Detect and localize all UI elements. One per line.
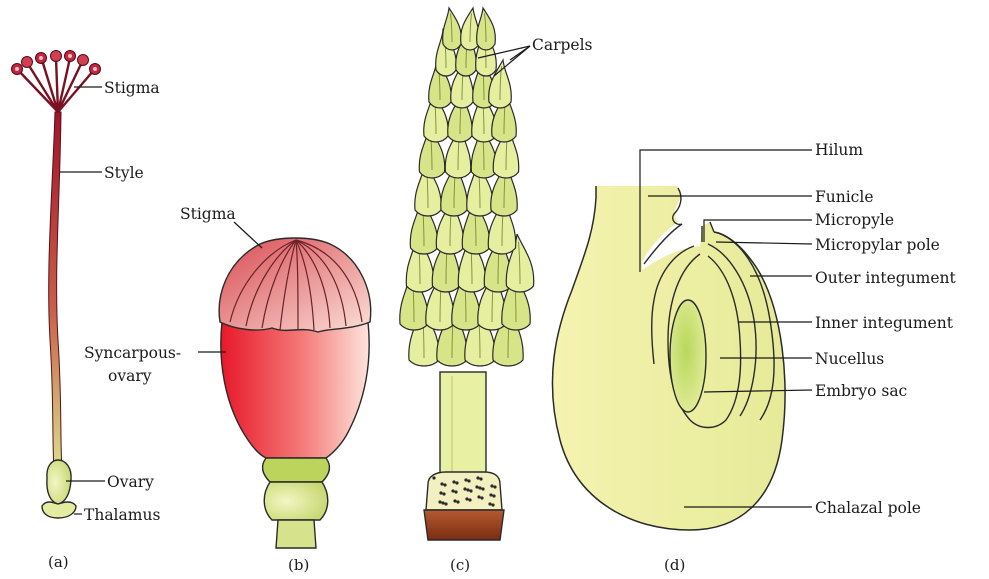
label-micropylar-pole: Micropylar pole (815, 236, 940, 254)
base-b (264, 482, 328, 520)
receptacle-dot (442, 492, 445, 495)
receptacle-dot (468, 498, 471, 501)
receptacle-dot (493, 485, 496, 488)
label-carpels-c: Carpels (532, 36, 593, 54)
receptacle-dot (480, 496, 483, 499)
label-syncarpous-b: Syncarpous- (84, 344, 181, 362)
label-embryo-sac: Embryo sac (815, 382, 907, 400)
base-c (424, 510, 504, 540)
receptacle-dot (491, 503, 494, 506)
caption-c: (c) (450, 556, 470, 574)
receptacle-dot (479, 477, 482, 480)
ovule-d: Hilum Funicle Micropyle Micropylar pole … (552, 141, 956, 574)
receptacle-dot (475, 485, 478, 488)
receptacle-dot (451, 489, 454, 492)
caption-a: (a) (48, 553, 69, 571)
label-nucellus: Nucellus (815, 350, 884, 368)
label-style-a: Style (104, 164, 144, 182)
carpels-c (400, 8, 534, 366)
receptacle-dot (452, 480, 455, 483)
label-chalazal-pole: Chalazal pole (815, 499, 921, 517)
receptacle-dot (456, 500, 459, 503)
receptacle-dot (443, 483, 446, 486)
receptacle-dot (440, 482, 443, 485)
label-inner-integument: Inner integument (815, 314, 954, 332)
receptacle-dot (432, 476, 435, 479)
pistil-c: Carpels (c) (400, 8, 593, 574)
embryo-sac (670, 300, 706, 412)
ovary-b (221, 322, 369, 458)
neck-b (263, 458, 330, 482)
receptacle-dot (490, 484, 493, 487)
receptacle-dot (463, 487, 466, 490)
receptacle-dot (481, 487, 484, 490)
thalamus-a (42, 502, 76, 518)
receptacle-dot (454, 490, 457, 493)
receptacle-dot (465, 497, 468, 500)
receptacle-dot (441, 501, 444, 504)
receptacle-dot (489, 493, 492, 496)
label-thalamus-a: Thalamus (84, 506, 160, 524)
receptacle-dot (476, 476, 479, 479)
pistil-a: Stigma Style Ovary Thalamus (a) (12, 51, 161, 572)
receptacle-dot (478, 486, 481, 489)
receptacle-dot (492, 494, 495, 497)
receptacle-dot (469, 489, 472, 492)
style-a (49, 112, 62, 470)
stigma-b-cap (219, 238, 370, 332)
label-stigma-b: Stigma (180, 205, 236, 223)
receptacle-dot (444, 502, 447, 505)
ovary-a (47, 460, 71, 504)
label-micropyle: Micropyle (815, 211, 894, 229)
receptacle-dot (488, 502, 491, 505)
label-funicle: Funicle (815, 188, 874, 206)
caption-d: (d) (664, 556, 685, 574)
receptacle-dot (477, 495, 480, 498)
receptacle-dot (464, 478, 467, 481)
receptacle-dot (438, 500, 441, 503)
foot-b (276, 520, 316, 548)
receptacle-dot (466, 488, 469, 491)
receptacle-dot (467, 479, 470, 482)
label-ovary-b: ovary (108, 367, 152, 385)
receptacle-dot (439, 491, 442, 494)
label-ovary-a: Ovary (107, 473, 154, 491)
receptacle-dot (455, 481, 458, 484)
label-outer-integument: Outer integument (815, 269, 957, 287)
label-stigma-a: Stigma (104, 79, 160, 97)
receptacle-dot (453, 499, 456, 502)
stigma-a-lobes (12, 51, 101, 113)
caption-b: (b) (288, 556, 309, 574)
label-hilum: Hilum (815, 141, 863, 159)
